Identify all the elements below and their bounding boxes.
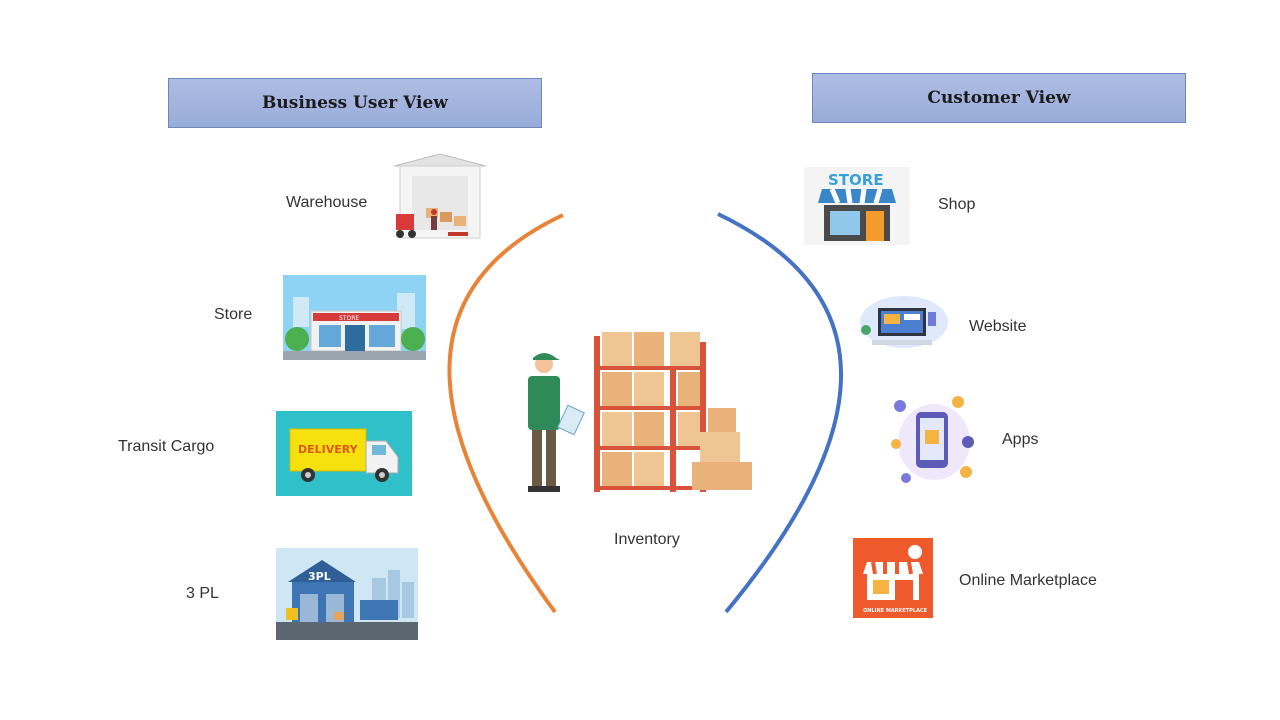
business-user-view-title: Business User View	[262, 93, 448, 113]
store-sign-text: STORE	[339, 315, 359, 322]
label-store: Store	[214, 306, 253, 323]
shop-storefront-icon: STORE	[804, 167, 910, 245]
business-user-view-header: Business User View	[168, 78, 542, 128]
label-inventory: Inventory	[614, 531, 680, 548]
delivery-sign-text: DELIVERY	[298, 443, 359, 456]
label-shop: Shop	[938, 196, 976, 213]
customer-arc	[717, 212, 843, 614]
label-online-marketplace: Online Marketplace	[959, 572, 1097, 589]
label-website: Website	[969, 318, 1027, 335]
warehouse-illustration-icon	[390, 152, 490, 244]
store-building-illustration-icon: STORE	[283, 275, 426, 360]
website-desktop-icon	[856, 294, 948, 352]
customer-view-header: Customer View	[812, 73, 1186, 123]
label-apps: Apps	[1002, 431, 1039, 448]
delivery-truck-illustration-icon: DELIVERY	[276, 411, 412, 496]
business-arc	[447, 213, 564, 614]
inventory-worker-shelves-icon	[520, 322, 756, 494]
3pl-warehouse-illustration-icon: 3PL	[276, 548, 418, 640]
mobile-apps-icon	[886, 392, 978, 488]
marketplace-sign-text: ONLINE MARKETPLACE	[863, 608, 928, 614]
shop-sign-text: STORE	[828, 171, 884, 189]
online-marketplace-icon: ONLINE MARKETPLACE	[853, 538, 933, 618]
label-warehouse: Warehouse	[286, 194, 368, 211]
label-3pl: 3 PL	[186, 585, 219, 602]
label-transit-cargo: Transit Cargo	[118, 438, 215, 455]
3pl-sign-text: 3PL	[308, 570, 331, 583]
customer-view-title: Customer View	[927, 88, 1071, 108]
